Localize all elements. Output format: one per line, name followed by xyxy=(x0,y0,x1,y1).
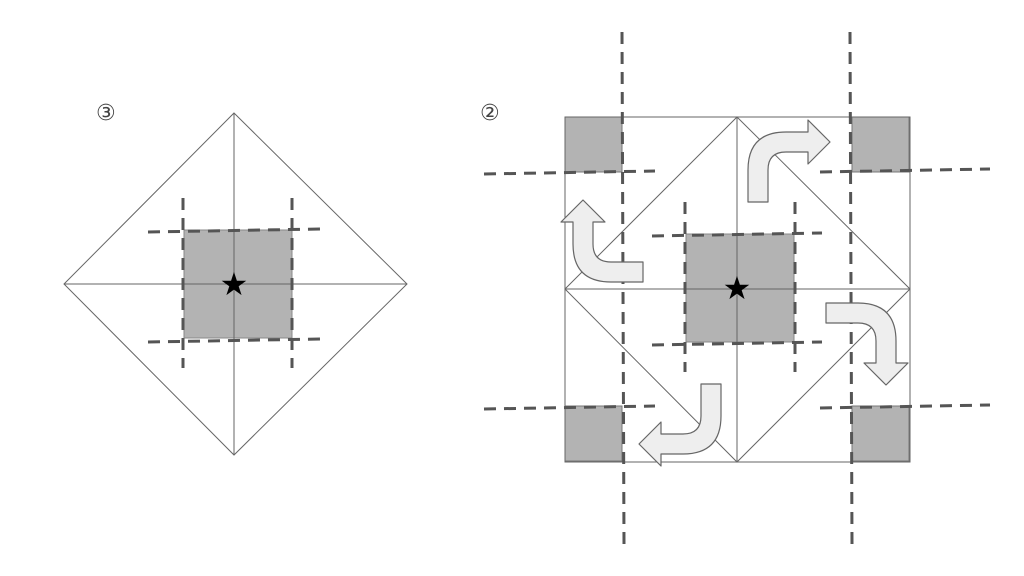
left-center-star: ★ xyxy=(220,265,249,303)
fold-arrows xyxy=(560,119,909,467)
right-dashed-guides xyxy=(483,31,991,546)
left-dashed-guides xyxy=(147,198,321,368)
right-dash-vertical-far-left xyxy=(620,31,626,546)
right-figure: ★ xyxy=(483,31,991,546)
right-dash-horizontal-top-right xyxy=(819,167,991,174)
curved-arrow-right-down xyxy=(825,302,909,386)
curved-arrow-top-right xyxy=(747,119,831,203)
step-label-right: ② xyxy=(480,101,500,126)
corner-square-bottom-right xyxy=(851,405,910,462)
curved-arrow-bottom-left xyxy=(638,383,722,467)
corner-square-bottom-left xyxy=(564,405,623,462)
step-label-left: ③ xyxy=(96,101,116,126)
corner-square-top-right xyxy=(851,116,910,173)
right-dash-horizontal-top xyxy=(483,169,656,176)
corner-square-top-left xyxy=(564,116,623,173)
right-center-star: ★ xyxy=(723,269,752,307)
right-center-square xyxy=(685,233,795,343)
right-dash-horizontal-bottom-right xyxy=(819,403,991,410)
left-dash-top xyxy=(147,227,321,234)
right-dash-horizontal-bottom xyxy=(483,404,656,411)
right-dash-vertical-far-right xyxy=(848,31,854,546)
left-figure: ★ xyxy=(63,112,408,456)
curved-arrow-left-up xyxy=(560,199,644,283)
left-dash-bottom xyxy=(147,337,321,344)
